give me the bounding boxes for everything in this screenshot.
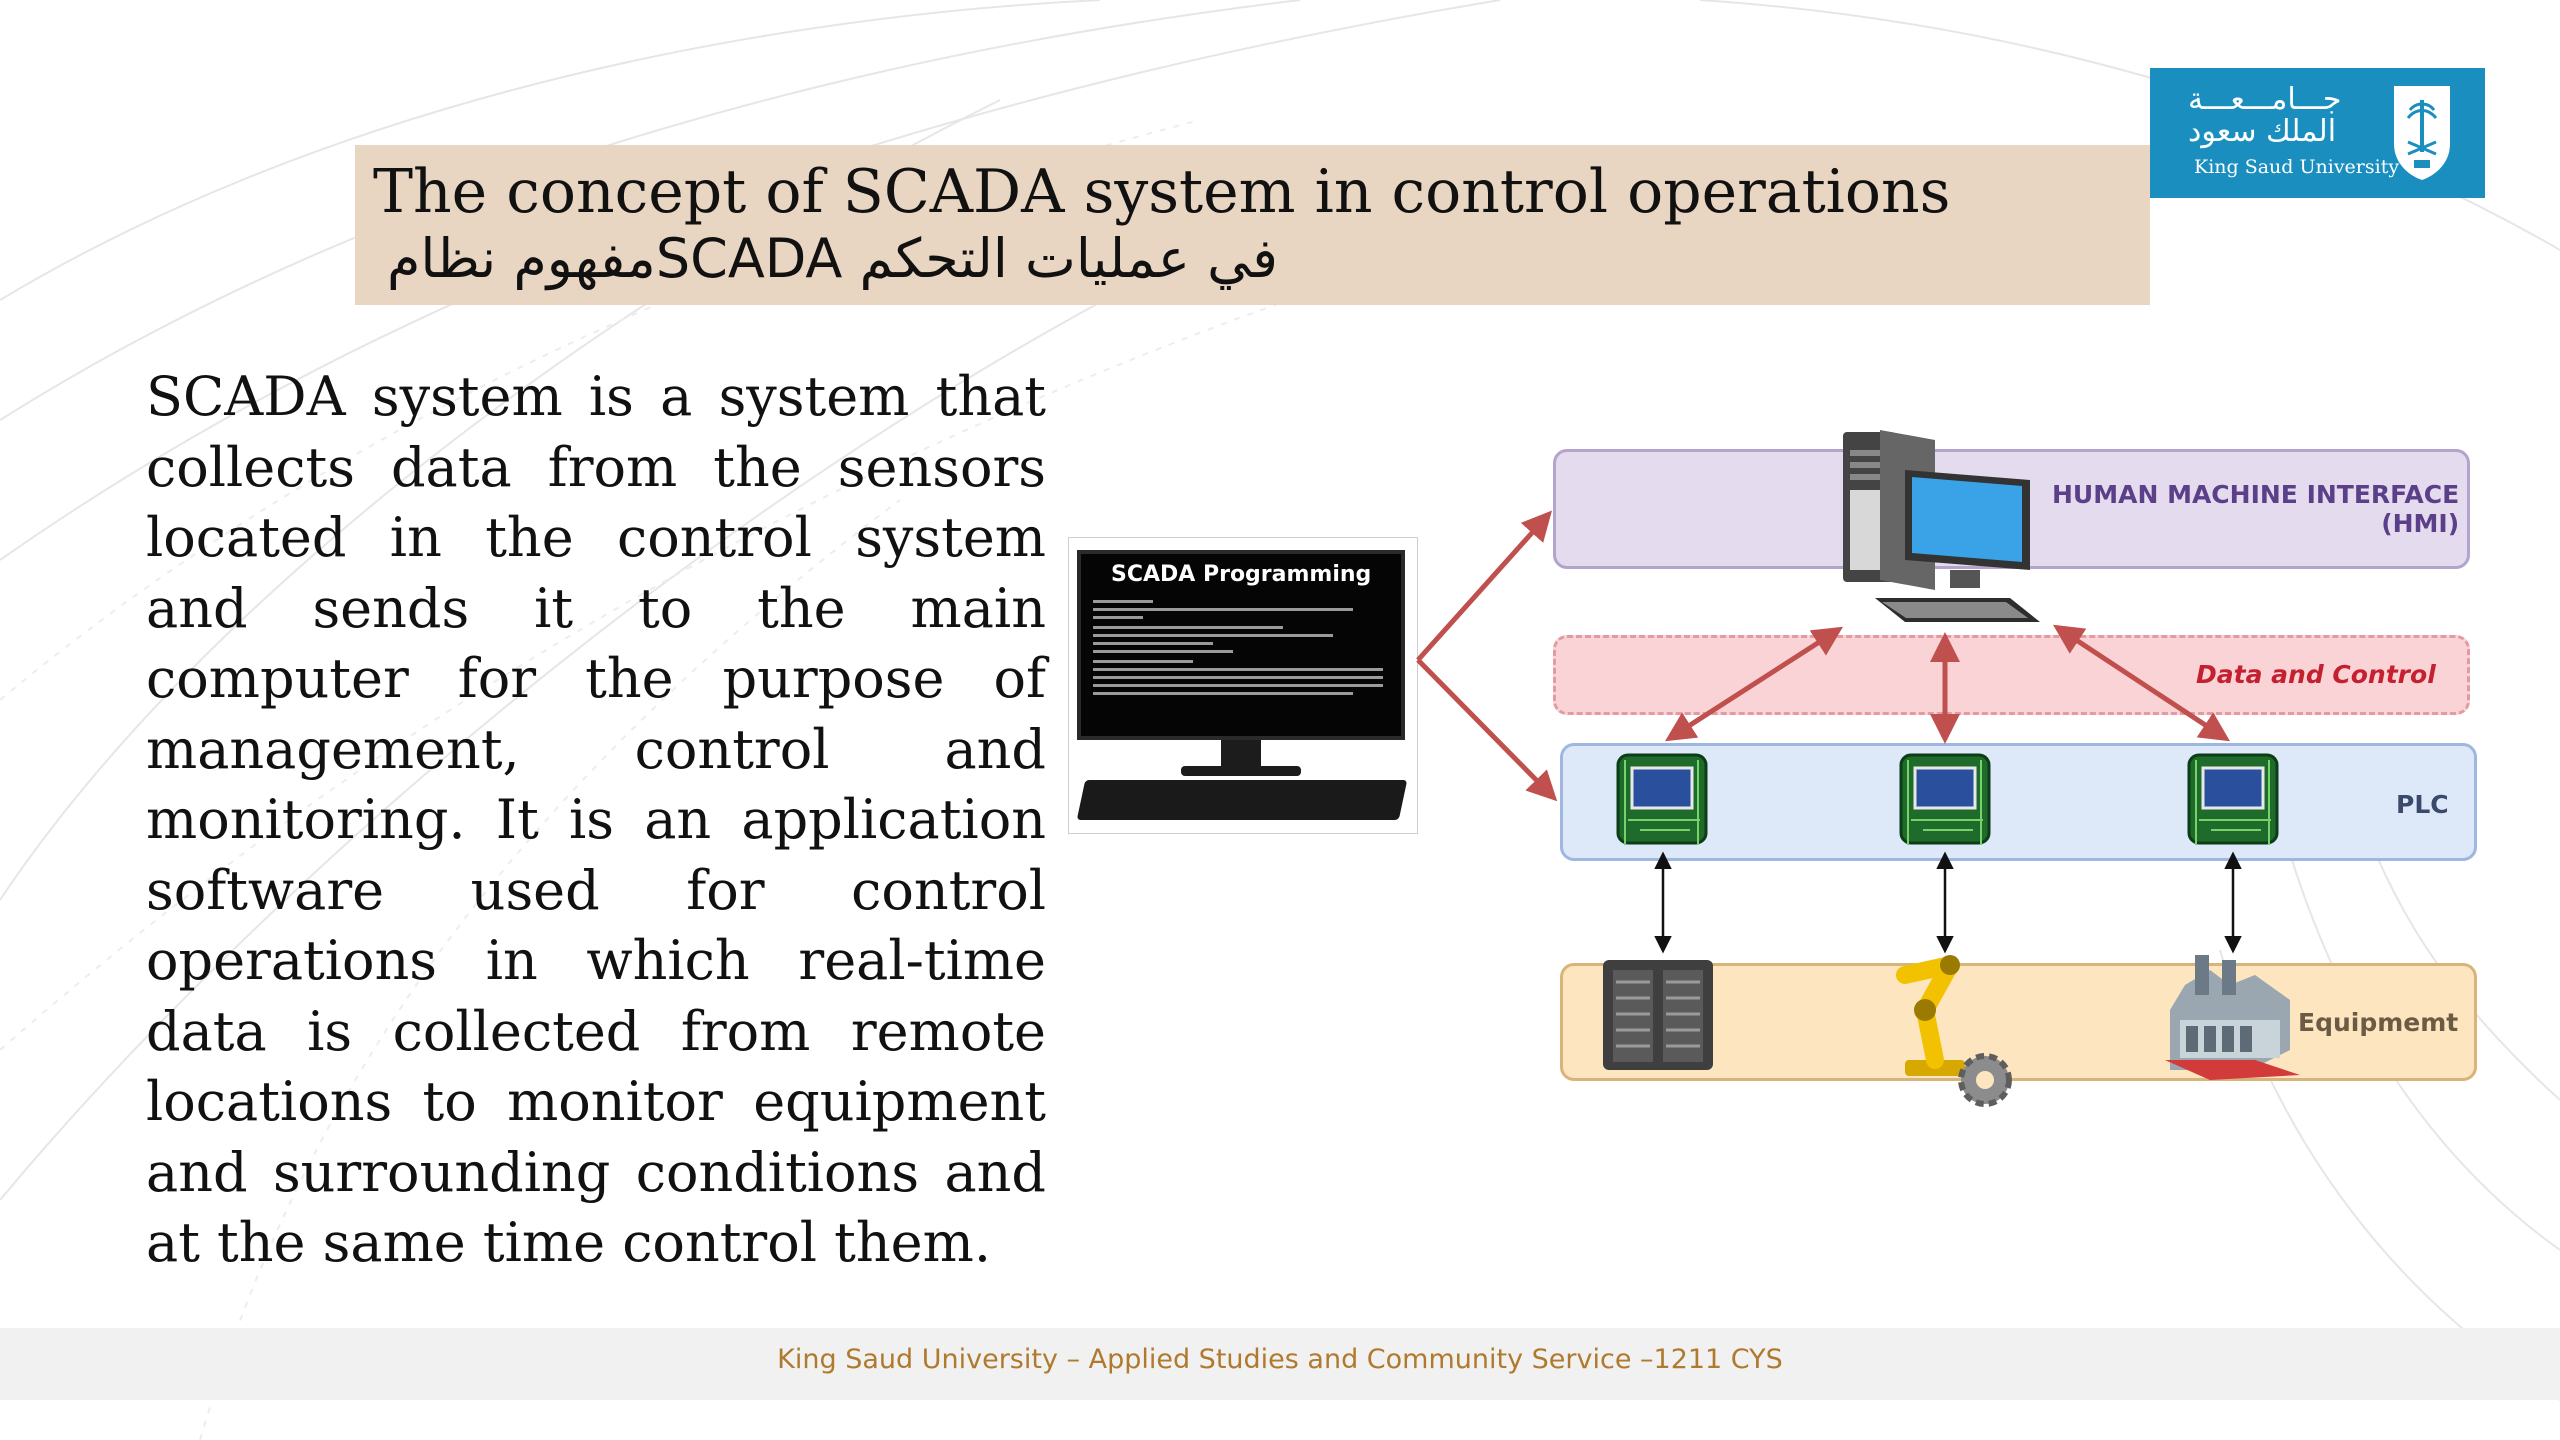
hmi-label-line2: (HMI) — [2381, 509, 2460, 538]
code-line — [1093, 684, 1383, 687]
hmi-label: HUMAN MACHINE INTERFACE (HMI) — [2052, 480, 2459, 538]
footer: King Saud University – Applied Studies a… — [0, 1328, 2560, 1400]
scada-description: SCADA system is a system that collects d… — [146, 365, 1046, 1274]
code-line — [1093, 692, 1353, 695]
hmi-label-line1: HUMAN MACHINE INTERFACE — [2052, 480, 2460, 509]
logo-arabic-line2: الملك سعود — [2188, 114, 2337, 149]
monitor-base — [1181, 766, 1301, 776]
code-line — [1093, 600, 1153, 603]
code-line — [1093, 616, 1143, 619]
code-line — [1093, 676, 1383, 679]
footer-text: King Saud University – Applied Studies a… — [777, 1344, 1783, 1375]
data-control-label: Data and Control — [2196, 660, 2436, 689]
title-band: The concept of SCADA system in control o… — [355, 145, 2150, 305]
monitor-screen-title: SCADA Programming — [1111, 562, 1372, 587]
equipment-label: Equipmemt — [2298, 1008, 2459, 1037]
code-line — [1093, 650, 1233, 653]
page-title-arabic: في عمليات التحكم SCADAمفهوم نظام — [387, 227, 1278, 290]
logo-english-name: King Saud University — [2194, 156, 2400, 178]
page-title: The concept of SCADA system in control o… — [373, 157, 1951, 227]
keyboard — [1076, 780, 1408, 820]
code-line — [1093, 668, 1383, 671]
code-line — [1093, 634, 1333, 637]
university-emblem-icon — [2394, 86, 2450, 180]
code-line — [1093, 660, 1193, 663]
code-line — [1093, 626, 1283, 629]
plc-label: PLC — [2396, 790, 2449, 819]
code-line — [1093, 642, 1213, 645]
plc-layer — [1560, 743, 2477, 861]
university-logo: جـــامـــعـــة الملك سعود King Saud Univ… — [2150, 68, 2485, 198]
monitor-screen: SCADA Programming — [1077, 550, 1405, 740]
monitor-stand — [1221, 740, 1261, 770]
computer-monitor-image: SCADA Programming — [1068, 537, 1418, 834]
code-line — [1093, 608, 1353, 611]
logo-arabic-line1: جـــامـــعـــة — [2188, 82, 2342, 117]
